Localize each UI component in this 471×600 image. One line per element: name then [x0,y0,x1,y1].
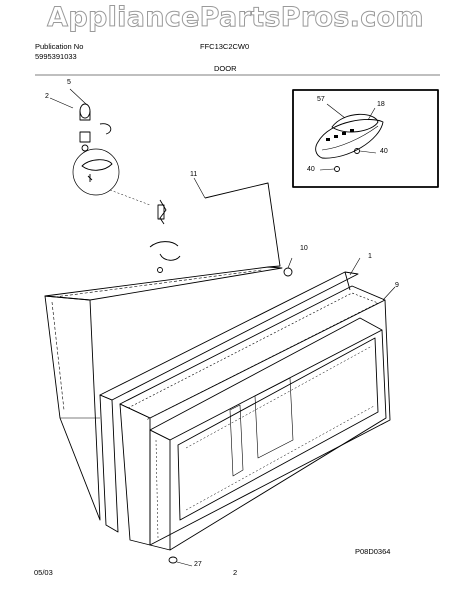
callout-9: 9 [395,282,399,289]
footer-date: 05/03 [34,568,53,577]
liner-top [44,266,283,301]
section-title: DOOR [214,64,237,73]
model-number: FFC13C2CW0 [200,42,250,51]
handle-cap [331,113,379,133]
drawing-code: P08D0364 [355,547,391,556]
callout-1: 1 [368,253,372,260]
gasket-left [99,394,119,533]
callout-40-right: 40 [380,148,388,155]
liner-back [204,182,281,268]
callout-5: 5 [67,79,71,86]
publication-label: Publication No [35,42,84,51]
inner-panel-top [149,317,383,441]
footer-page-number: 2 [233,568,238,577]
hinge-cap [79,103,91,119]
liner-left [44,295,101,521]
handle-body [315,119,384,159]
inner-panel-left [149,429,171,551]
callout-10: 10 [300,245,308,252]
callout-18: 18 [377,101,385,108]
gasket-top [99,271,359,401]
callout-27: 27 [194,561,202,568]
callout-40-left: 40 [307,166,315,173]
callout-2: 2 [45,93,49,100]
watermark-text: AppliancePartsPros.com [47,2,424,34]
bumper-10 [283,267,293,277]
callout-57: 57 [317,96,325,103]
door-frame-top [119,285,386,419]
door-frame-left [119,403,151,546]
screw-40a [354,148,360,154]
publication-number: 5995391033 [35,52,77,61]
callout-11: 11 [190,171,198,178]
screw-40b [334,166,340,172]
bumper-27 [168,556,178,564]
hinge-magnifier [72,148,120,196]
inner-panel-face [177,337,379,521]
inset-box [292,89,439,188]
